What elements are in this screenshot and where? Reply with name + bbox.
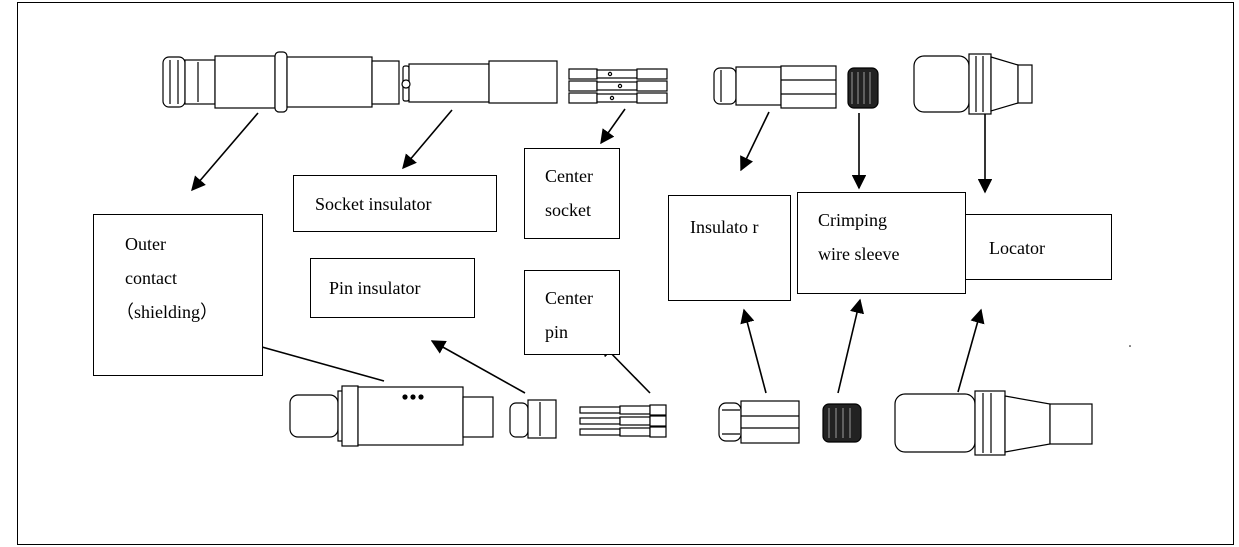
arrow-pin-insulator — [432, 341, 525, 393]
label-center-pin-line-1: Center — [545, 281, 619, 315]
label-crimping-wire-sleeve: Crimping wire sleeve — [797, 192, 966, 294]
arrow-outer-contact — [192, 113, 258, 190]
label-pin-insulator-text: Pin insulator — [329, 271, 474, 305]
crimping-sleeve-bottom-drawing — [823, 404, 861, 442]
label-outer-contact: Outer contact （shielding） — [93, 214, 263, 376]
outer-contact-leader — [262, 347, 384, 381]
label-crimping-line-1: Crimping — [818, 203, 965, 237]
locator-bottom-drawing — [895, 391, 1092, 455]
socket-insulator-drawing — [402, 61, 557, 103]
crimping-sleeve-top-drawing — [848, 68, 878, 108]
label-outer-contact-line-1: Outer — [125, 227, 262, 261]
label-insulator-text: Insulato r — [690, 210, 790, 244]
label-center-socket-line-2: socket — [545, 193, 619, 227]
insulator-top-drawing — [714, 66, 836, 108]
arrow-locator-bottom — [958, 310, 981, 392]
label-outer-contact-line-2: contact — [125, 261, 262, 295]
outer-contact-socket-drawing — [163, 52, 399, 112]
arrow-insulator-top — [741, 112, 769, 170]
label-socket-insulator-text: Socket insulator — [315, 187, 496, 221]
arrow-socket-insulator — [403, 110, 452, 168]
label-socket-insulator: Socket insulator — [293, 175, 497, 232]
label-center-socket: Center socket — [524, 148, 620, 239]
label-outer-contact-line-3: （shielding） — [116, 295, 262, 329]
center-socket-drawing — [569, 69, 667, 103]
label-center-pin: Center pin — [524, 270, 620, 355]
center-pin-drawing — [580, 405, 666, 437]
label-center-pin-line-2: pin — [545, 315, 619, 349]
pin-insulator-drawing — [510, 400, 556, 438]
label-center-socket-line-1: Center — [545, 159, 619, 193]
arrow-center-socket — [601, 109, 625, 143]
label-locator: Locator — [965, 214, 1112, 280]
outer-contact-pin-drawing — [290, 386, 493, 446]
label-pin-insulator: Pin insulator — [310, 258, 475, 318]
stray-dot — [1129, 345, 1131, 347]
insulator-bottom-drawing — [719, 401, 799, 443]
label-crimping-line-2: wire sleeve — [818, 237, 965, 271]
arrow-insulator-bottom — [744, 310, 766, 393]
label-locator-text: Locator — [989, 231, 1111, 265]
arrow-crimping-bottom — [838, 300, 860, 393]
locator-top-drawing — [914, 54, 1032, 114]
label-insulator: Insulato r — [668, 195, 791, 301]
